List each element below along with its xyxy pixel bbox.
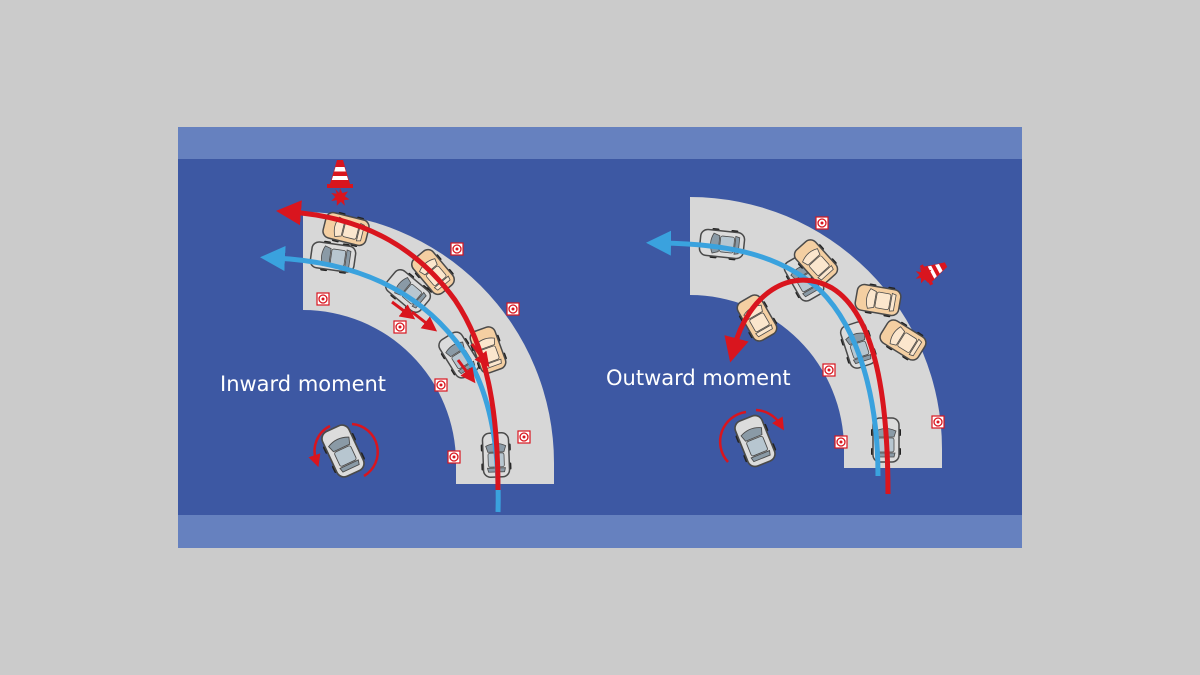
curved-track (690, 197, 942, 468)
skid-arrow (456, 359, 476, 384)
outward-panel (646, 197, 952, 495)
rotation-arrow-icon (308, 424, 331, 468)
target-marker-icon (393, 320, 407, 334)
intended-path-arrow (646, 230, 881, 477)
skid-arrow (391, 300, 416, 320)
actual-path-arrow (276, 200, 501, 491)
target-marker-icon (834, 435, 848, 449)
rotation-arrow-icon (351, 422, 379, 478)
target-marker-icon (447, 450, 461, 464)
target-marker-icon (815, 216, 829, 230)
skid-arrow (470, 343, 490, 368)
target-marker-icon (506, 302, 520, 316)
actual-path-arrow (724, 277, 891, 495)
target-marker-icon (316, 292, 330, 306)
top-band (178, 127, 1022, 159)
rotation-example (718, 408, 784, 471)
target-marker-icon (434, 378, 448, 392)
target-marker-icon (822, 363, 836, 377)
target-marker-icon (931, 415, 945, 429)
inward-panel (260, 160, 554, 513)
target-marker-icon (450, 242, 464, 256)
rotation-arrow-icon (718, 410, 747, 463)
rotation-arrow-icon (755, 408, 784, 431)
target-marker-icon (517, 430, 531, 444)
bottom-band (178, 515, 1022, 548)
rotation-example (308, 420, 379, 482)
outward-moment-label: Outward moment (606, 366, 791, 390)
inward-moment-label: Inward moment (220, 372, 387, 396)
